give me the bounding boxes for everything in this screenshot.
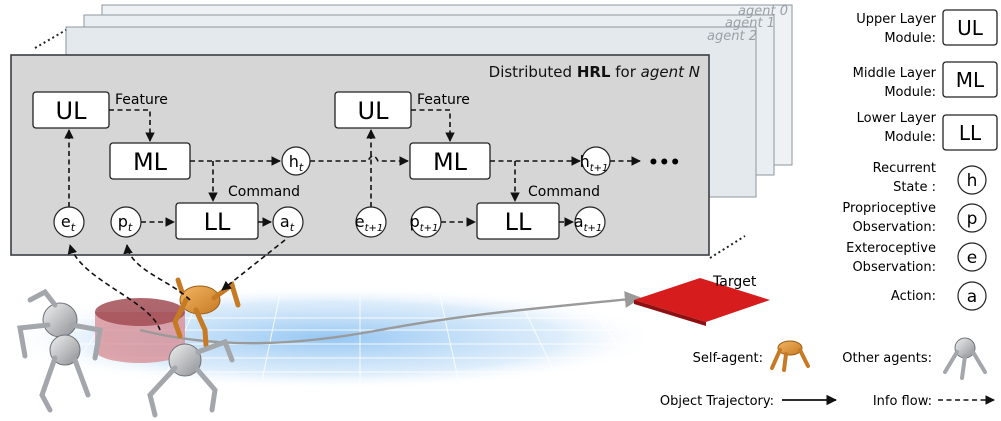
a-node-t1 — [574, 206, 606, 238]
stack-dots-bottom — [709, 235, 746, 259]
arrow-scene-to-p — [123, 244, 191, 301]
module-group-t: UL Feature ML LL Command ht et pt at — [32, 91, 409, 240]
target-pad-edge — [634, 300, 706, 326]
legend-ul-box — [942, 9, 998, 46]
legend-ll-label-2: Module: — [884, 130, 936, 145]
legend-h-sym: h — [967, 171, 978, 191]
legend-ll-label-1: Lower Layer — [857, 111, 937, 126]
legend-h-circle — [957, 165, 987, 195]
p-node-t1-text: pt+1 — [410, 212, 439, 234]
legend-ul-label-2: Module: — [884, 31, 936, 46]
legend-other-agents-icon — [943, 337, 987, 380]
legend-ml-sym: ML — [956, 68, 985, 92]
legend-p-label-2: Observation: — [852, 220, 936, 235]
simulation-scene: Target — [0, 239, 770, 418]
h-node-t1-text: ht+1 — [580, 152, 609, 174]
legend-e-sym: e — [967, 248, 977, 268]
agent-1-label: agent 1 — [725, 16, 775, 31]
ml-label-t: ML — [133, 148, 168, 176]
ml-label-t1: ML — [433, 148, 468, 176]
a-node-t — [272, 206, 304, 238]
legend-info-flow-label: Info flow: — [873, 394, 932, 409]
legend-p-sym: p — [967, 209, 978, 229]
legend-self-agent-icon — [770, 340, 810, 372]
arrow-h-to-ml-t1 — [310, 155, 409, 166]
agent-0-label: agent 0 — [738, 4, 788, 19]
arrow-ul-to-ml-t — [109, 109, 155, 142]
other-agent-robot-3 — [147, 338, 235, 418]
object-trajectory-line — [139, 291, 642, 345]
other-agent-robot-2 — [39, 334, 91, 413]
legend-e-label-1: Exteroceptive — [846, 241, 936, 256]
legend-ll-box — [942, 114, 998, 151]
self-agent-robot — [172, 277, 241, 348]
feature-label-t1: Feature — [417, 92, 470, 108]
a-node-t-text: at — [280, 212, 295, 234]
target-pad — [634, 278, 770, 322]
a-node-t1-text: at+1 — [574, 212, 602, 234]
legend-ml-label-2: Module: — [884, 85, 936, 100]
legend-self-agent-label: Self-agent: — [693, 351, 763, 366]
legend-e-label-2: Observation: — [852, 260, 936, 275]
legend-p-label-1: Proprioceptive — [842, 201, 936, 216]
ll-box-t1 — [476, 202, 560, 240]
legend-e-circle — [957, 242, 987, 272]
agent-2-label: agent 2 — [707, 29, 757, 44]
ll-label-t1: LL — [505, 208, 532, 236]
legend-other-agents-label: Other agents: — [842, 351, 932, 366]
legend-object-trajectory-label: Object Trajectory: — [660, 394, 774, 409]
legend-h-label-1: Recurrent — [873, 161, 936, 176]
ul-label-t: UL — [56, 97, 88, 125]
legend-ml-label-1: Middle Layer — [853, 66, 937, 81]
feature-label-t: Feature — [115, 92, 168, 108]
legend-h-label-2: State : — [893, 180, 936, 195]
legend-ul-sym: UL — [957, 16, 984, 40]
stack-dots-top — [34, 29, 67, 49]
legend-ml-box — [942, 61, 998, 98]
ll-box-t — [175, 202, 259, 240]
arrow-ul-to-ml-t1 — [411, 109, 455, 142]
legend-a-label: Action: — [891, 289, 936, 304]
p-node-t-text: pt — [118, 212, 133, 234]
command-label-t: Command — [228, 184, 300, 200]
module-group-t1: UL Feature ML LL Command ht+1 et+1 pt+1 … — [334, 91, 681, 240]
command-label-t1: Command — [528, 184, 600, 200]
target-label: Target — [712, 274, 757, 290]
arrow-a-to-scene — [221, 239, 286, 291]
panel-title: Distributed HRL for agent N — [489, 63, 700, 81]
e-node-t1-text: et+1 — [355, 212, 384, 234]
e-node-t-text: et — [61, 212, 76, 234]
legend-a-circle — [957, 281, 987, 311]
legend: Upper Layer Module: UL Middle Layer Modu… — [660, 9, 998, 409]
continuation-ellipsis: ••• — [648, 153, 681, 173]
obstacle-cylinder — [95, 298, 185, 363]
legend-p-circle — [957, 203, 987, 233]
legend-ll-sym: LL — [959, 121, 982, 145]
ul-label-t1: UL — [358, 97, 390, 125]
legend-ul-label-1: Upper Layer — [856, 12, 936, 27]
legend-a-sym: a — [967, 287, 977, 307]
other-agent-robot-1 — [17, 288, 103, 361]
h-node-t-text: ht — [289, 152, 304, 174]
ll-label-t: LL — [204, 208, 231, 236]
arrow-scene-to-e — [67, 244, 161, 331]
